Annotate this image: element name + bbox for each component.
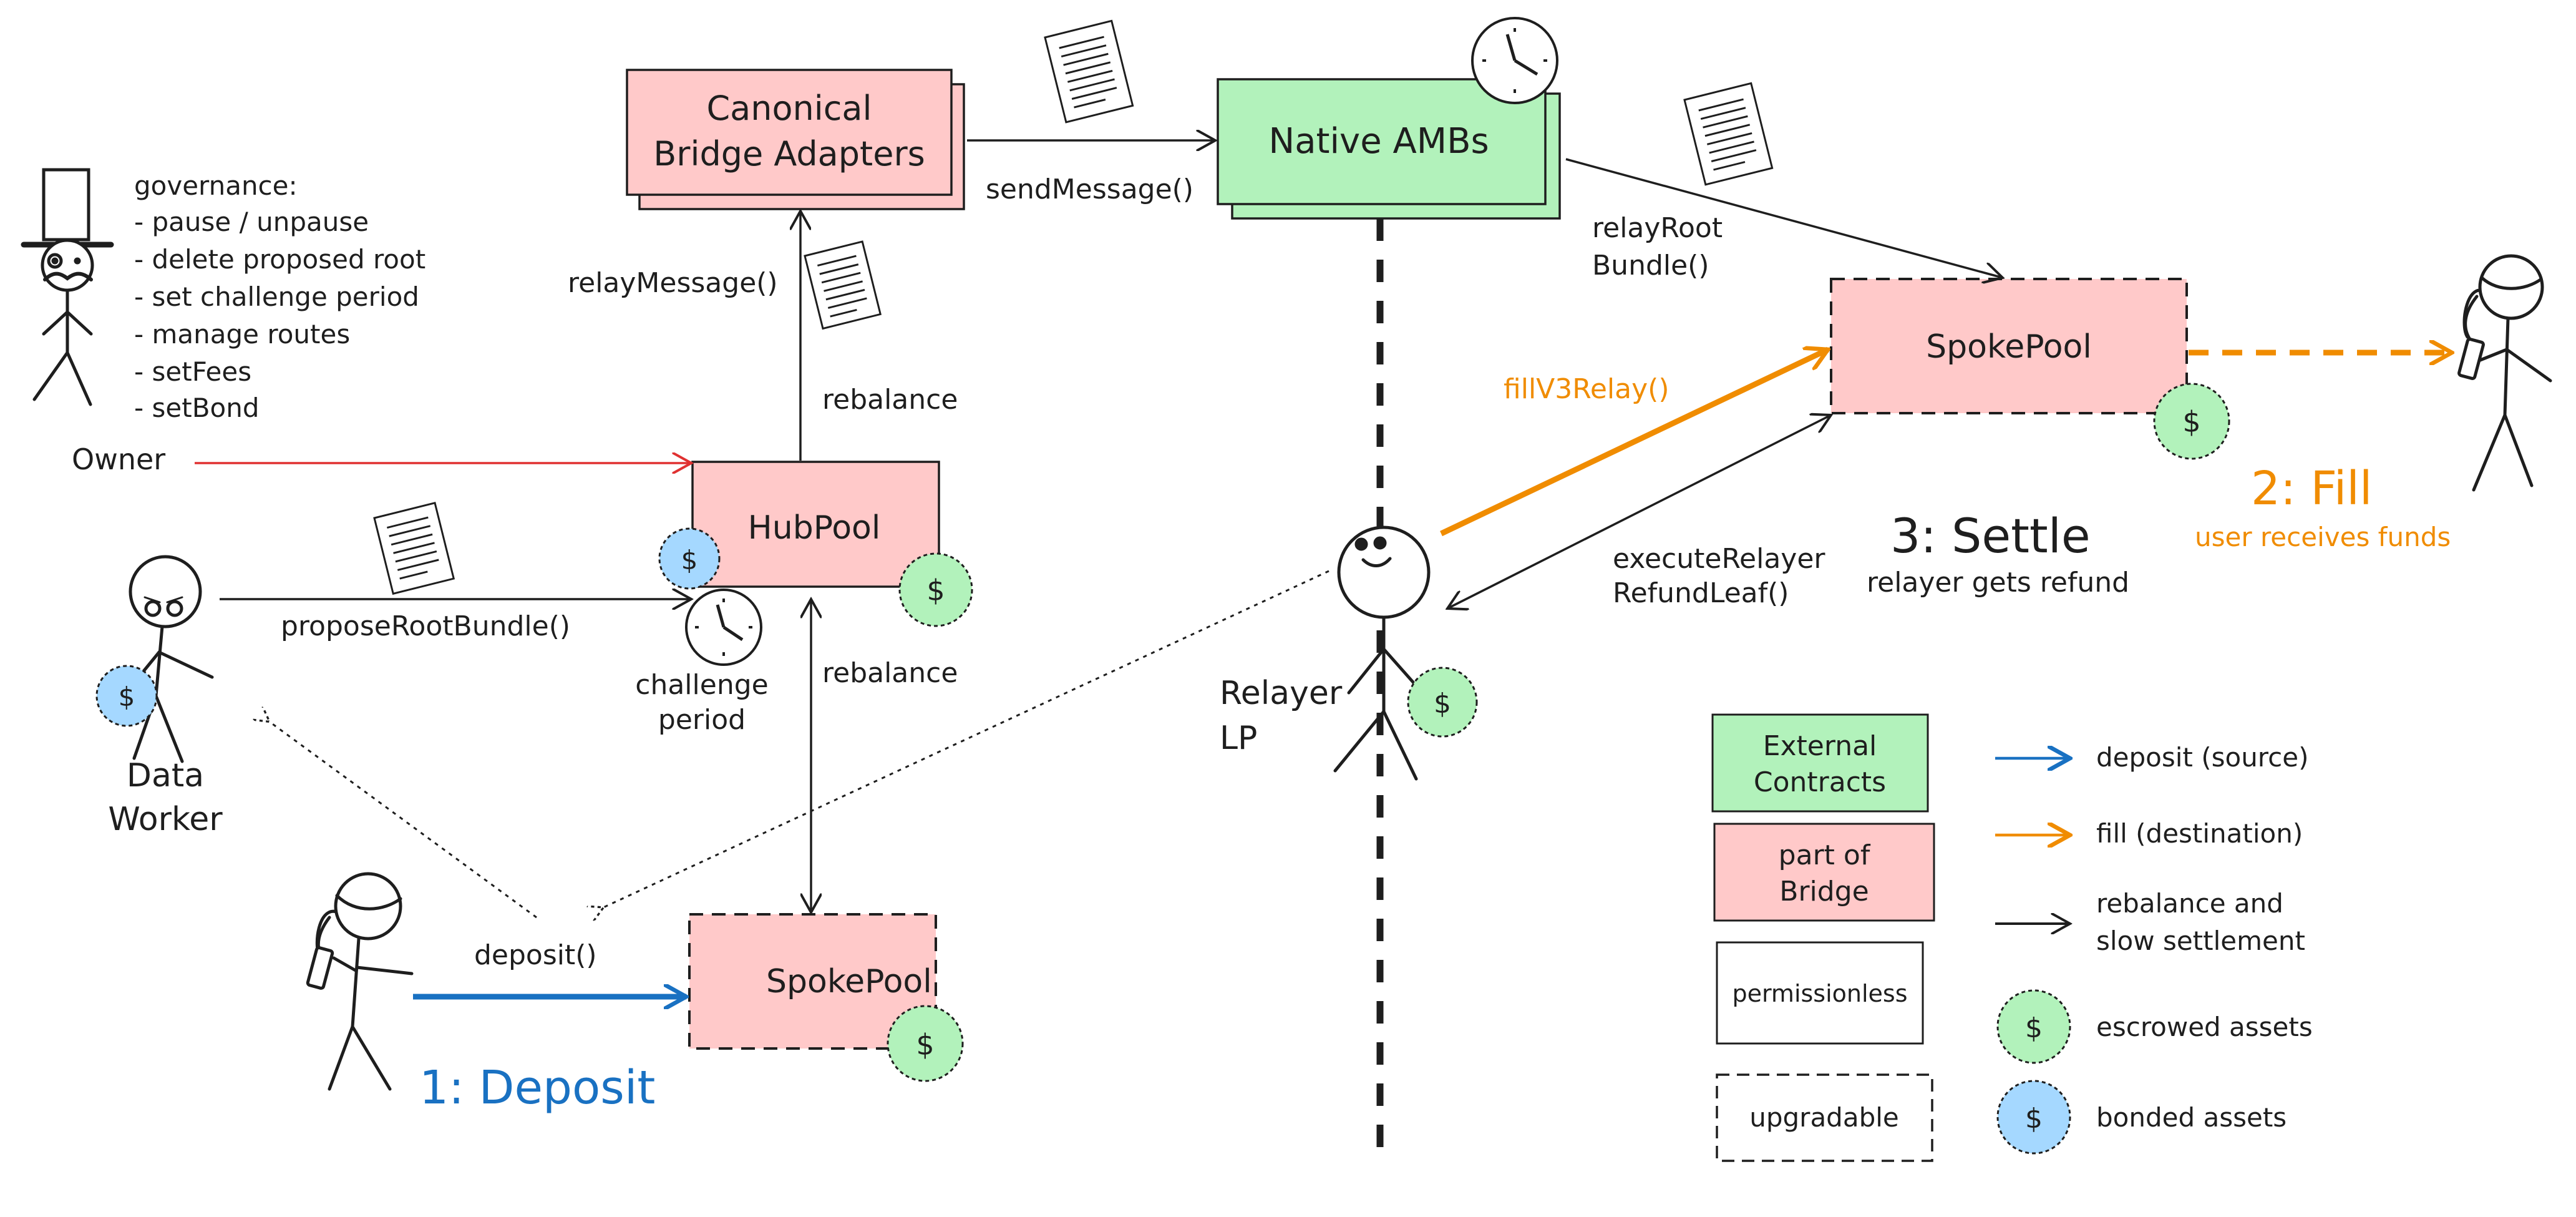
svg-text:$: $ <box>926 574 945 607</box>
legend-upgradable: upgradable <box>1716 1073 1933 1162</box>
svg-text:slow settlement: slow settlement <box>2096 926 2305 956</box>
document-icon <box>1683 82 1774 186</box>
deposit-call-label: deposit() <box>474 939 597 971</box>
native-ambs-node: Native AMBs <box>1217 78 1561 220</box>
data-worker-actor <box>129 555 214 763</box>
document-icon <box>373 501 455 595</box>
document-icon <box>1044 19 1134 124</box>
execute-refund-label-line1: executeRelayer <box>1613 543 1825 575</box>
clock-icon <box>1471 17 1558 104</box>
step-settle-subtitle: relayer gets refund <box>1867 567 2129 599</box>
governance-item: - set challenge period <box>134 281 419 312</box>
relay-root-bundle-arrow <box>1565 158 2003 278</box>
step-deposit-title: 1: Deposit <box>419 1061 655 1115</box>
hubpool-label: HubPool <box>748 509 881 547</box>
relay-message-label: relayMessage() <box>568 267 778 299</box>
legend-escrowed-coin-icon: $ <box>1996 989 2071 1064</box>
governance-title: governance: <box>134 170 298 201</box>
svg-text:deposit (source): deposit (source) <box>2096 742 2308 773</box>
owner-actor <box>21 168 114 406</box>
legend-bonded-coin-icon: $ <box>1996 1080 2071 1155</box>
native-ambs-label: Native AMBs <box>1268 121 1489 162</box>
rebalance-up-label: rebalance <box>822 384 958 416</box>
execute-refund-label-line2: RefundLeaf() <box>1613 577 1789 609</box>
data-worker-label-line1: Data <box>127 757 204 794</box>
svg-text:$: $ <box>916 1028 934 1062</box>
worker-observe-deposit-dotted <box>268 721 537 919</box>
svg-text:Bridge: Bridge <box>1779 876 1869 907</box>
step-fill-subtitle: user receives funds <box>2195 522 2451 552</box>
svg-text:External: External <box>1763 730 1877 762</box>
propose-root-bundle-label: proposeRootBundle() <box>281 610 570 642</box>
canonical-adapters-label-line2: Bridge Adapters <box>653 134 925 174</box>
challenge-period-label-line1: challenge <box>635 669 768 701</box>
rebalance-down-label: rebalance <box>822 657 958 689</box>
execute-refund-arrow <box>1447 415 1831 608</box>
relayer-label-line2: LP <box>1220 720 1257 757</box>
legend-permissionless: permissionless <box>1716 941 1924 1045</box>
governance-item: - pause / unpause <box>134 207 369 237</box>
escrowed-coin-icon: $ <box>1407 667 1478 738</box>
document-icon <box>804 240 882 330</box>
challenge-period-label-line2: period <box>658 704 746 736</box>
spokepool-destination-node: SpokePool <box>1830 278 2188 414</box>
governance-item: - setBond <box>134 393 259 423</box>
svg-text:permissionless: permissionless <box>1732 980 1907 1007</box>
hubpool-node: HubPool <box>691 461 940 588</box>
svg-text:upgradable: upgradable <box>1749 1102 1899 1133</box>
relay-root-label-line1: relayRoot <box>1592 212 1723 244</box>
relayer-observe-deposit-dotted <box>602 570 1329 908</box>
spokepool-destination-label: SpokePool <box>1926 328 2092 366</box>
send-message-label: sendMessage() <box>986 174 1193 205</box>
svg-text:fill (destination): fill (destination) <box>2096 818 2303 849</box>
depositor-user-actor <box>306 872 414 1091</box>
svg-text:escrowed assets: escrowed assets <box>2096 1012 2313 1042</box>
relayer-lp-actor <box>1333 525 1431 781</box>
data-worker-label-line2: Worker <box>108 801 223 838</box>
svg-text:$: $ <box>681 545 698 575</box>
canonical-bridge-adapters-node: Canonical Bridge Adapters <box>626 69 965 210</box>
spokepool-source-label: SpokePool <box>766 963 932 1000</box>
governance-item: - manage routes <box>134 319 350 349</box>
svg-text:$: $ <box>2025 1012 2043 1044</box>
legend-part-of-bridge: part of Bridge <box>1713 823 1935 922</box>
owner-label: Owner <box>72 442 165 476</box>
svg-text:rebalance and: rebalance and <box>2096 888 2283 919</box>
svg-text:$: $ <box>119 682 135 712</box>
relayer-label-line1: Relayer <box>1220 675 1343 712</box>
legend: External Contracts part of Bridge permis… <box>1711 713 2313 1162</box>
legend-external-contracts: External Contracts <box>1711 713 1929 813</box>
svg-text:$: $ <box>1434 688 1451 720</box>
escrowed-coin-icon: $ <box>887 1005 964 1082</box>
svg-text:part of: part of <box>1779 839 1871 871</box>
svg-text:$: $ <box>2025 1103 2043 1135</box>
bonded-coin-icon: $ <box>95 665 158 727</box>
clock-icon <box>685 589 762 666</box>
svg-text:bonded assets: bonded assets <box>2096 1102 2287 1133</box>
svg-text:$: $ <box>2182 405 2200 439</box>
step-fill-title: 2: Fill <box>2251 462 2372 516</box>
relay-root-label-line2: Bundle() <box>1592 250 1709 281</box>
governance-item: - delete proposed root <box>134 244 425 275</box>
bonded-coin-icon: $ <box>658 527 721 590</box>
governance-list: governance: - pause / unpause - delete p… <box>134 170 425 423</box>
recipient-user-actor <box>2457 254 2552 492</box>
svg-text:Contracts: Contracts <box>1754 766 1886 798</box>
step-settle-title: 3: Settle <box>1890 508 2091 564</box>
governance-item: - setFees <box>134 356 251 387</box>
canonical-adapters-label-line1: Canonical <box>706 89 872 128</box>
fill-v3-relay-label: fillV3Relay() <box>1504 373 1669 405</box>
escrowed-coin-icon: $ <box>898 552 973 627</box>
escrowed-coin-icon: $ <box>2153 383 2230 460</box>
